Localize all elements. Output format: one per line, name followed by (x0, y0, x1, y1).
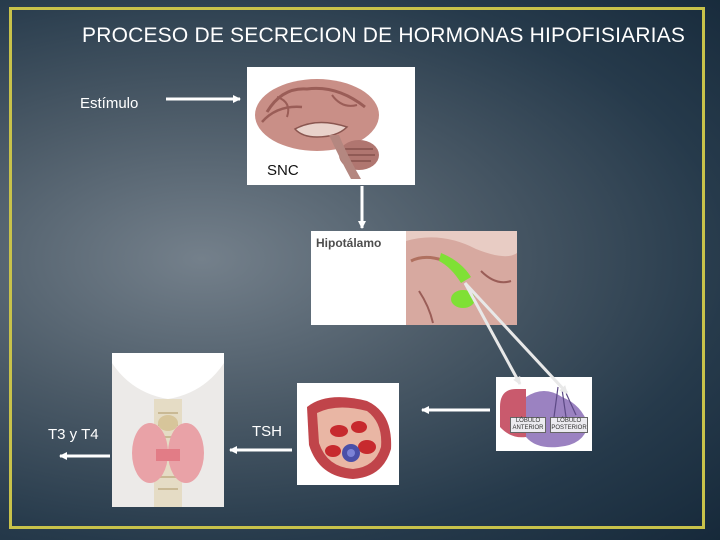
blood-vessel-image (297, 383, 399, 485)
cns-label: SNC (267, 162, 299, 179)
slide-title: PROCESO DE SECRECION DE HORMONAS HIPOFIS… (82, 24, 686, 47)
anterior-lobe-label: LÓBULO ANTERIOR (510, 417, 546, 433)
tsh-label: TSH (252, 423, 282, 440)
hypothalamus-illustration: Hipotálamo (311, 231, 517, 325)
hypothalamus-label: Hipotálamo (316, 236, 381, 250)
thyroid-illustration (112, 353, 224, 507)
posterior-lobe-label: LÓBULO POSTERIOR (550, 417, 588, 433)
brain-illustration: SNC (255, 79, 379, 179)
hypothalamus-image: Hipotálamo (311, 231, 517, 325)
stimulus-label: Estímulo (80, 95, 139, 112)
hypothalamus-to-posterior-arrow (463, 281, 569, 395)
slide-frame (9, 7, 705, 529)
blood-vessel-illustration (297, 383, 399, 485)
t3-t4-label: T3 y T4 (48, 426, 99, 443)
thyroid-image (112, 353, 224, 507)
hypothalamus-to-anterior-arrow (463, 282, 522, 385)
pituitary-image: LÓBULO ANTERIOR LÓBULO POSTERIOR (496, 377, 592, 451)
brain-image: SNC (247, 67, 415, 185)
